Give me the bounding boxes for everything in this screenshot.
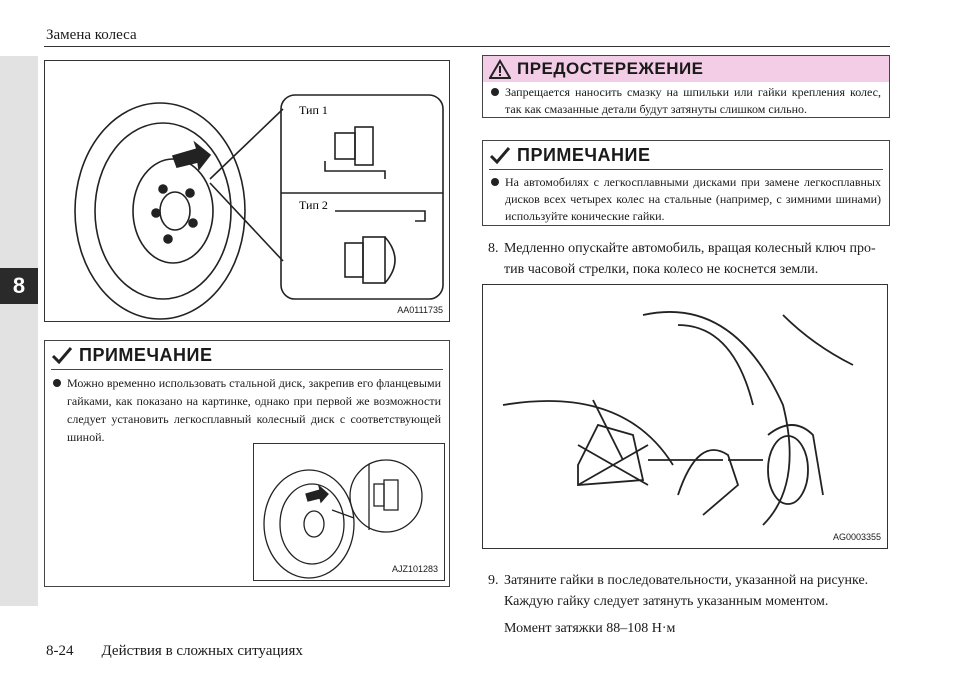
note-heading: ПРИМЕЧАНИЕ	[483, 141, 889, 169]
bullet-icon	[53, 379, 61, 387]
step-text-line2: Каждую гайку следует затянуть указанным …	[504, 594, 829, 609]
side-strip	[0, 56, 38, 606]
note-box-left: ПРИМЕЧАНИЕ Можно временно использовать с…	[44, 340, 450, 587]
step-8: 8. Медленно опускайте автомобиль, вращая …	[488, 238, 890, 280]
figure-code: AG0003355	[832, 532, 881, 542]
bullet-icon	[491, 178, 499, 186]
figure-jack-lowering: AG0003355	[482, 284, 888, 549]
steel-wheel-illustration	[263, 459, 423, 579]
type2-label: Тип 2	[299, 198, 328, 212]
note-text: На автомобилях с легкосплавными дисками …	[483, 170, 889, 229]
step-text-line1: Медленно опускайте автомобиль, вращая ко…	[504, 241, 876, 256]
note-pencil-icon	[489, 147, 511, 164]
chapter-tab: 8	[0, 268, 38, 304]
step-number: 8.	[488, 241, 499, 256]
figure-code: AJZ101283	[391, 564, 438, 574]
note-heading-text: ПРИМЕЧАНИЕ	[79, 344, 213, 365]
figure-steel-wheel: AJZ101283	[253, 443, 445, 581]
note-separator	[489, 169, 883, 170]
warning-box: ПРЕДОСТЕРЕЖЕНИЕ Запрещается наносить сма…	[482, 55, 890, 118]
step-number: 9.	[488, 573, 499, 588]
note-box-right: ПРИМЕЧАНИЕ На автомобилях с легкосплавны…	[482, 140, 890, 226]
note-separator	[51, 369, 443, 370]
step-text-line1: Затяните гайки в последовательности, ука…	[504, 573, 869, 588]
step-9: 9. Затяните гайки в последовательности, у…	[488, 570, 890, 612]
section-name: Действия в сложных ситуациях	[101, 643, 303, 659]
note-pencil-icon	[51, 347, 73, 364]
jack-illustration	[502, 311, 854, 526]
note-text: Можно временно использовать стальной дис…	[45, 370, 449, 450]
note-heading: ПРИМЕЧАНИЕ	[45, 341, 449, 369]
warning-heading-text: ПРЕДОСТЕРЕЖЕНИЕ	[517, 59, 704, 78]
step-text-line2: тив часовой стрелки, пока колесо не косн…	[504, 262, 819, 277]
warning-triangle-icon	[489, 59, 511, 79]
page-header-title: Замена колеса	[46, 27, 137, 43]
type1-label: Тип 1	[299, 103, 328, 117]
page-footer: 8-24 Действия в сложных ситуациях	[46, 643, 331, 660]
wheel-nuts-illustration: Тип 1 Тип 2	[74, 94, 444, 320]
figure-code: AA0111735	[397, 305, 443, 315]
header-rule	[44, 46, 890, 47]
warning-heading: ПРЕДОСТЕРЕЖЕНИЕ	[483, 56, 889, 82]
warning-text: Запрещается наносить смазку на шпильки и…	[483, 82, 889, 122]
bullet-icon	[491, 88, 499, 96]
torque-spec: Момент затяжки 88–108 Н·м	[504, 621, 676, 636]
page-number: 8-24	[46, 643, 74, 659]
figure-wheel-nuts: Тип 1 Тип 2 AA0111735	[44, 60, 450, 322]
note-heading-text: ПРИМЕЧАНИЕ	[517, 144, 651, 165]
